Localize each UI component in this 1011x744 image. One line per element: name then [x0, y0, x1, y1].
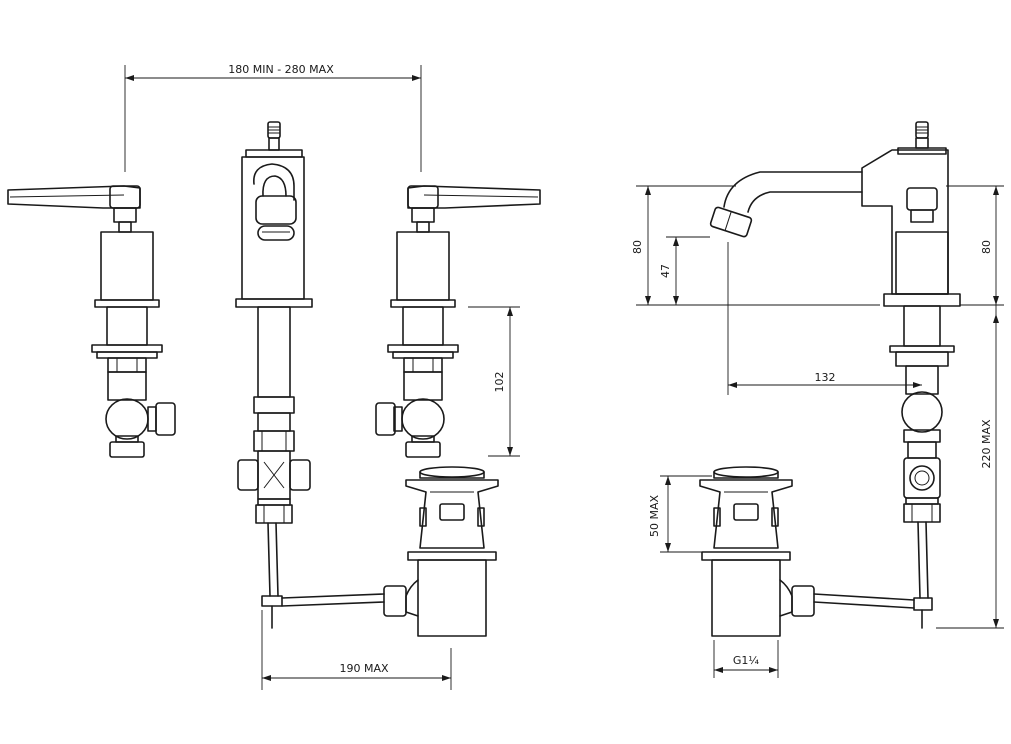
- outlet-height-label: 47: [659, 264, 672, 278]
- spacing-label: 180 MIN - 280 MAX: [228, 63, 334, 76]
- spout-projection-label: 132: [815, 371, 836, 384]
- side-view-mixer: [709, 121, 961, 629]
- riser-height-label: 102: [493, 372, 506, 393]
- pop-up-waste-side: [699, 466, 915, 637]
- waste-reach-label: 190 MAX: [339, 662, 389, 675]
- body-height-label: 80: [980, 240, 993, 254]
- left-handle-valve: [7, 185, 176, 458]
- waste-thread-label: G1¼: [733, 654, 760, 667]
- centre-spout-body: [235, 121, 313, 629]
- side-dimension-lines: [636, 185, 1004, 678]
- front-dimension-lines: [124, 65, 520, 690]
- spout-height-label: 80: [631, 240, 644, 254]
- pop-up-height-label: 50 MAX: [648, 495, 661, 538]
- pop-up-waste-front: [281, 466, 499, 637]
- max-depth-label: 220 MAX: [980, 419, 993, 469]
- right-handle-valve: [375, 185, 541, 458]
